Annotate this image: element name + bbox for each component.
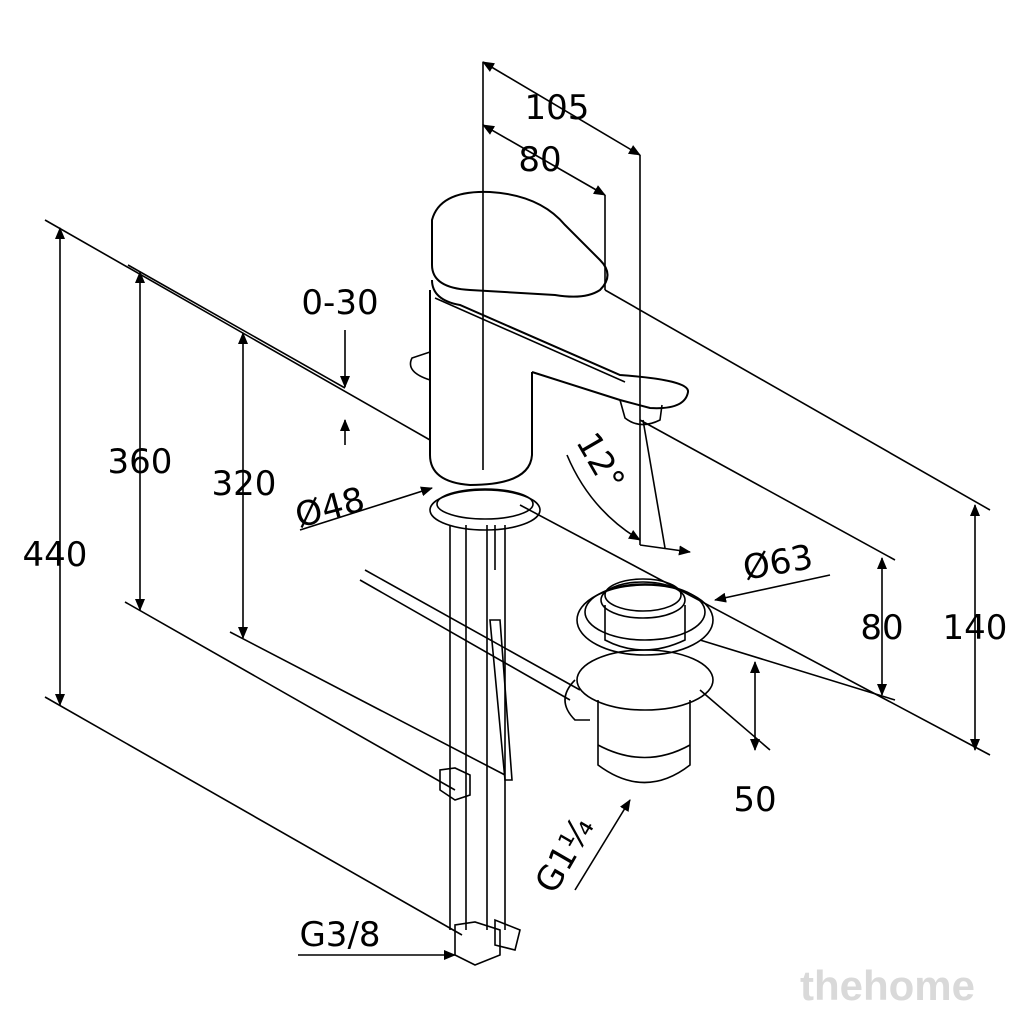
dim-50-label: 50 — [733, 780, 777, 820]
dim-80-right-label: 80 — [860, 608, 904, 648]
watermark: thehome — [800, 962, 976, 1009]
adjust-range-label: 0-30 — [301, 283, 379, 323]
dim-105-label: 105 — [524, 88, 590, 128]
dim-440-label: 440 — [22, 535, 88, 575]
dim-80-top — [482, 124, 606, 196]
dim-140-label: 140 — [942, 608, 1008, 648]
dim-80-top-label: 80 — [518, 140, 562, 180]
dim-360-label: 360 — [107, 442, 173, 482]
dim-320-label: 320 — [211, 464, 277, 504]
hose-thread-label: G3/8 — [299, 915, 381, 955]
dim-105 — [482, 61, 641, 156]
